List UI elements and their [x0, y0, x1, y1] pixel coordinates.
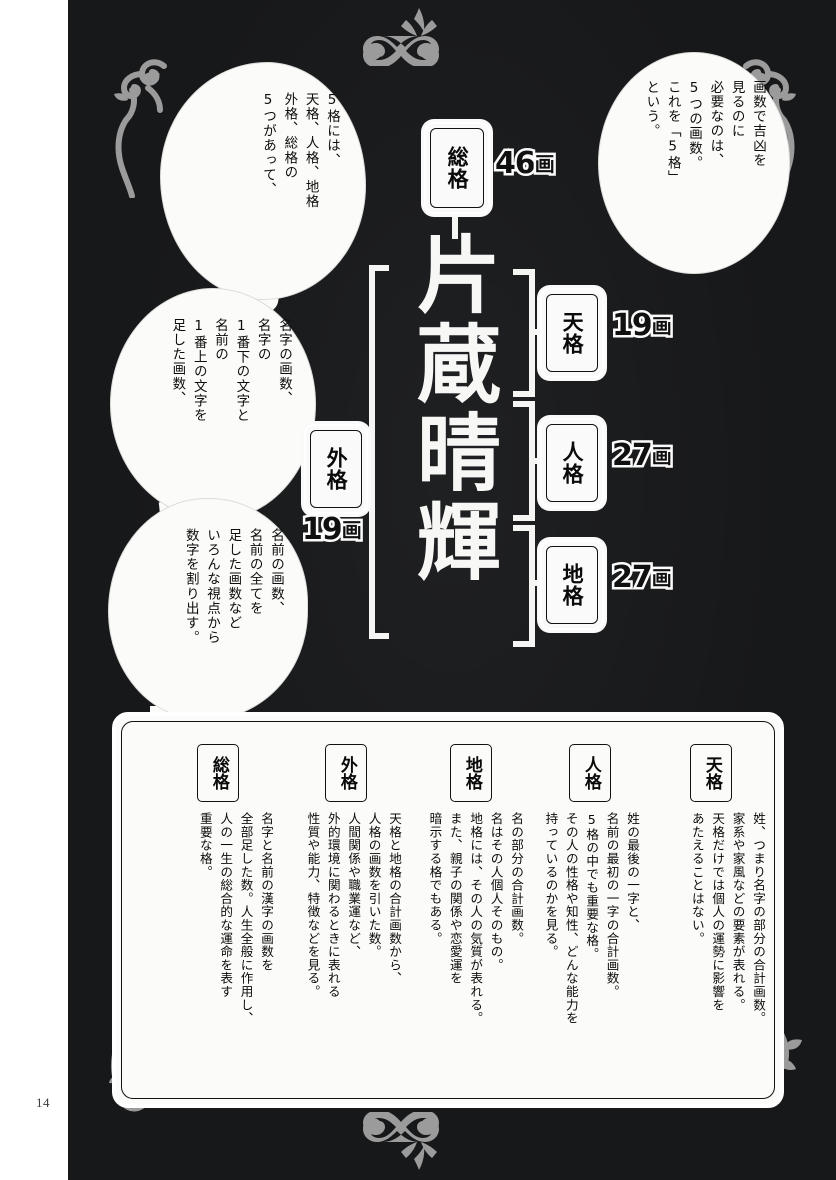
stroke-count-value: 27 [610, 436, 656, 476]
panel-column-label: 外格 [336, 756, 357, 790]
stroke-count-unit: 画 [339, 516, 364, 545]
label-box-inner: 天格 [546, 294, 598, 372]
label-box-text: 天格 [560, 311, 585, 355]
panel-column-soukaku: 総格 名字と名前の漢字の画数を 全部足した数。人生全般に作用し、 人の一生の総合… [154, 716, 282, 1104]
speech-bubble-kikkyou: 画数で吉凶を 見るのに 必要なのは、 5つの画数。 これを「5格」 という。 [598, 52, 790, 274]
panel-column-body: 名字と名前の漢字の画数を 全部足した数。人生全般に作用し、 人の一生の総合的な運… [197, 812, 274, 1025]
stroke-count-jinkaku: 27画 [610, 436, 675, 476]
panel-column-label: 天格 [701, 756, 722, 790]
stroke-count-unit: 画 [649, 442, 674, 471]
panel-column-label: 総格 [208, 756, 229, 790]
label-box-text: 人格 [560, 441, 585, 485]
explanation-panel: 天格 姓、つまり名字の部分の合計画数。 家系や家風などの要素が表れる。 天格だけ… [112, 712, 784, 1108]
page-number: 14 [36, 1095, 50, 1110]
explanation-panel-border [121, 721, 775, 1099]
label-box-inner: 人格 [546, 424, 598, 502]
name-char-3: 晴 [416, 405, 501, 504]
label-box-text: 地格 [560, 563, 585, 607]
speech-bubble-givenname-strokes: 名前の画数、 名前の全てを 足した画数など いろんな視点から 数字を割り出す。 [108, 498, 308, 720]
panel-column-body: 姓、つまり名字の部分の合計画数。 家系や家風などの要素が表れる。 天格だけでは個… [689, 812, 766, 1025]
panel-column-body: 姓の最後の一字と、 名前の最初の一字の合計画数。 5格の中でも重要な格。 その人… [543, 812, 640, 1025]
panel-column-header: 外格 [325, 744, 367, 802]
label-box-soukaku: 総格 [424, 122, 490, 214]
stroke-count-soukaku: 46画 [493, 144, 558, 184]
stroke-count-unit: 画 [532, 150, 557, 179]
panel-column-label: 人格 [580, 756, 601, 790]
stroke-count-unit: 画 [649, 564, 674, 593]
panel-column-gaikaku: 外格 天格と地格の合計画数から、 人格の画数を引いた数。 人間関係や職業運など、… [282, 716, 410, 1104]
panel-column-tenkaku: 天格 姓、つまり名字の部分の合計画数。 家系や家風などの要素が表れる。 天格だけ… [648, 716, 774, 1104]
stroke-count-chikaku: 27画 [610, 558, 675, 598]
panel-column-jinkaku: 人格 姓の最後の一字と、 名前の最初の一字の合計画数。 5格の中でも重要な格。 … [532, 716, 648, 1104]
label-box-chikaku: 地格 [540, 540, 604, 630]
bubble-text: 名前の画数、 名前の全てを 足した画数など いろんな視点から 数字を割り出す。 [182, 528, 284, 645]
bubble-text: 画数で吉凶を 見るのに 必要なのは、 5つの画数。 これを「5格」 という。 [643, 80, 766, 185]
stroke-count-unit: 画 [649, 312, 674, 341]
panel-column-header: 地格 [450, 744, 492, 802]
name-char-1: 片 [416, 227, 501, 325]
bubble-text: 名字の画数、 名字の 1番下の文字と 名前の 1番上の文字を 足した画数、 [169, 318, 292, 423]
bubble-text: 5格には、 天格、人格、地格 外格、総格の 5つがあって、 [260, 92, 340, 209]
stroke-count-tenkaku: 19画 [610, 306, 675, 346]
stroke-count-value: 19 [610, 306, 656, 346]
panel-column-body: 名の部分の合計画数。 名はその人個人そのもの。 地格には、その人の気質が表れる。… [427, 812, 524, 1025]
label-box-inner: 外格 [310, 430, 362, 508]
speech-bubble-surname-strokes: 名字の画数、 名字の 1番下の文字と 名前の 1番上の文字を 足した画数、 [110, 288, 316, 520]
speech-bubble-five-kaku: 5格には、 天格、人格、地格 外格、総格の 5つがあって、 [160, 62, 366, 300]
name-char-4: 輝 [416, 494, 501, 593]
panel-column-header: 天格 [690, 744, 732, 802]
label-box-inner: 総格 [430, 128, 484, 208]
label-box-gaikaku: 外格 [304, 424, 368, 514]
center-name: 片 蔵 晴 輝 [404, 227, 514, 593]
panel-column-label: 地格 [461, 756, 482, 790]
label-box-inner: 地格 [546, 546, 598, 624]
label-box-text: 外格 [324, 447, 349, 491]
label-box-text: 総格 [445, 146, 470, 190]
label-box-jinkaku: 人格 [540, 418, 604, 508]
stroke-count-value: 19 [300, 510, 346, 550]
panel-column-header: 人格 [569, 744, 611, 802]
stroke-count-gaikaku: 19画 [300, 510, 365, 550]
name-char-2: 蔵 [416, 316, 501, 415]
label-box-tenkaku: 天格 [540, 288, 604, 378]
panel-column-body: 天格と地格の合計画数から、 人格の画数を引いた数。 人間関係や職業運など、 外的… [305, 812, 402, 999]
stroke-count-value: 46 [493, 144, 539, 184]
panel-column-chikaku: 地格 名の部分の合計画数。 名はその人個人そのもの。 地格には、その人の気質が表… [410, 716, 532, 1104]
panel-column-header: 総格 [197, 744, 239, 802]
stroke-count-value: 27 [610, 558, 656, 598]
